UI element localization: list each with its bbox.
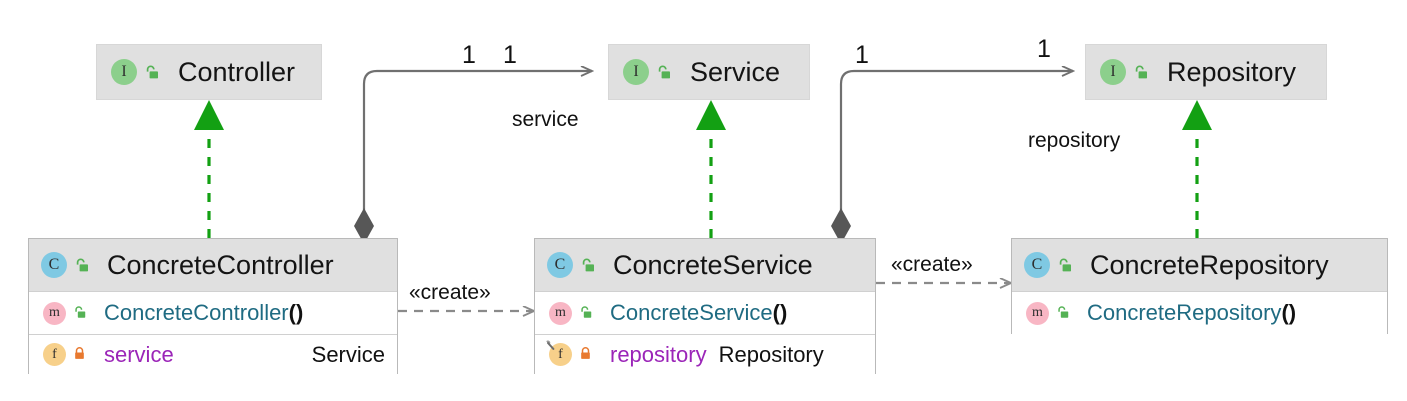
method-name-label: ConcreteController() xyxy=(104,300,303,326)
method-icon: m xyxy=(1026,301,1049,325)
method-icon: m xyxy=(549,301,572,325)
locked-padlock-icon xyxy=(72,346,89,363)
class-member-row-method[interactable]: m ConcreteController() xyxy=(29,291,397,334)
unlocked-padlock-icon xyxy=(1132,64,1149,81)
realization-service xyxy=(696,100,726,238)
stereotype-create-controller-service: «create» xyxy=(409,281,491,304)
stereotype-create-service-repository: «create» xyxy=(891,253,973,276)
interface-node-repository[interactable]: I Repository xyxy=(1085,44,1327,100)
field-name-label: repository xyxy=(610,341,707,367)
unlocked-padlock-icon xyxy=(579,257,596,274)
unlocked-padlock-icon xyxy=(578,305,595,322)
role-label-service: service xyxy=(512,108,579,131)
field-name-label: service xyxy=(104,341,174,367)
class-name-label: ConcreteService xyxy=(613,249,813,280)
composition-controller-to-service xyxy=(354,71,592,244)
unlocked-padlock-icon xyxy=(73,257,90,274)
class-member-row-method[interactable]: m ConcreteService() xyxy=(535,291,875,334)
method-parens: () xyxy=(1281,300,1297,325)
class-node-concrete-service[interactable]: C ConcreteService m ConcreteService() f xyxy=(534,238,876,374)
method-identifier: ConcreteService xyxy=(610,300,773,325)
class-icon: C xyxy=(1024,252,1050,278)
multiplicity-repository-source: 1 xyxy=(855,41,869,69)
locked-padlock-icon xyxy=(578,346,595,363)
field-icon: f xyxy=(546,340,572,366)
multiplicity-service-target: 1 xyxy=(503,41,517,69)
field-type-label: Repository xyxy=(718,341,824,367)
realization-controller xyxy=(194,100,224,238)
class-name-label: ConcreteController xyxy=(107,249,334,280)
interface-name-label: Controller xyxy=(178,56,296,87)
method-parens: () xyxy=(288,300,304,325)
interface-icon: I xyxy=(111,59,137,85)
interface-header-service: I Service xyxy=(609,45,809,99)
method-name-label: ConcreteRepository() xyxy=(1087,300,1296,326)
unlocked-padlock-icon xyxy=(72,305,89,322)
class-member-row-field[interactable]: f repository Repository xyxy=(535,334,875,374)
interface-name-label: Service xyxy=(690,56,781,87)
unlocked-padlock-icon xyxy=(1056,257,1073,274)
method-icon: m xyxy=(43,301,66,325)
composition-service-to-repository xyxy=(831,71,1073,244)
interface-node-service[interactable]: I Service xyxy=(608,44,810,100)
field-type-label: Service xyxy=(311,341,385,367)
class-header-concrete-repository: C ConcreteRepository xyxy=(1012,239,1387,291)
multiplicity-service-source: 1 xyxy=(462,41,476,69)
class-member-row-method[interactable]: m ConcreteRepository() xyxy=(1012,291,1387,334)
class-node-concrete-repository[interactable]: C ConcreteRepository m ConcreteRepositor… xyxy=(1011,238,1388,334)
interface-node-controller[interactable]: I Controller xyxy=(96,44,322,100)
class-node-concrete-controller[interactable]: C ConcreteController m ConcreteControlle… xyxy=(28,238,398,374)
method-identifier: ConcreteRepository xyxy=(1087,300,1282,325)
class-member-row-field[interactable]: f service Service xyxy=(29,334,397,374)
unlocked-padlock-icon xyxy=(655,64,672,81)
class-header-concrete-controller: C ConcreteController xyxy=(29,239,397,291)
multiplicity-repository-target: 1 xyxy=(1037,35,1051,63)
role-label-repository: repository xyxy=(1028,129,1121,152)
interface-header-controller: I Controller xyxy=(97,45,321,99)
realization-repository xyxy=(1182,100,1212,238)
class-header-concrete-service: C ConcreteService xyxy=(535,239,875,291)
unlocked-padlock-icon xyxy=(1055,305,1072,322)
method-name-label: ConcreteService() xyxy=(610,300,787,326)
pin-icon xyxy=(544,339,557,352)
interface-header-repository: I Repository xyxy=(1086,45,1326,99)
class-name-label: ConcreteRepository xyxy=(1090,249,1329,280)
unlocked-padlock-icon xyxy=(143,64,160,81)
field-icon: f xyxy=(43,343,66,366)
interface-icon: I xyxy=(1100,59,1126,85)
interface-name-label: Repository xyxy=(1167,56,1297,87)
interface-icon: I xyxy=(623,59,649,85)
method-parens: () xyxy=(772,300,788,325)
method-identifier: ConcreteController xyxy=(104,300,289,325)
class-icon: C xyxy=(547,252,573,278)
class-icon: C xyxy=(41,252,67,278)
